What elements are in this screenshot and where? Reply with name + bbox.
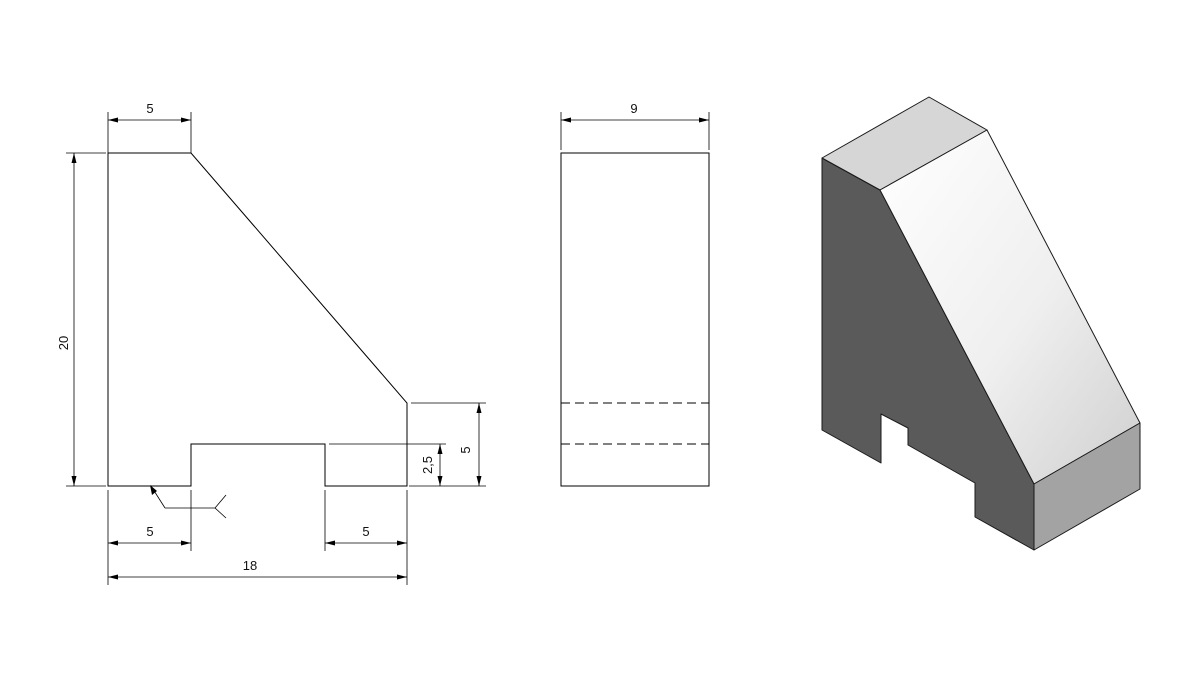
dim-bottom-right-width-label: 5 [362, 524, 369, 539]
front-view-outline [107, 152, 408, 487]
dim-depth: 9 [560, 101, 710, 150]
dim-depth-label: 9 [630, 101, 637, 116]
dim-bottom-left-width-label: 5 [146, 524, 153, 539]
dim-top-width-label: 5 [146, 101, 153, 116]
dim-height: 20 [56, 152, 106, 487]
dim-overall-width: 18 [107, 551, 407, 585]
dim-bottom-right-width: 5 [324, 490, 408, 585]
dim-top-width: 5 [107, 101, 192, 153]
dim-step-height-label: 5 [458, 446, 473, 453]
side-view-outline [560, 152, 710, 487]
dim-bottom-left-width: 5 [107, 490, 192, 551]
dim-height-label: 20 [56, 336, 71, 350]
isometric-view [821, 96, 1141, 551]
dim-step-height: 5 [411, 402, 486, 487]
dim-overall-width-label: 18 [243, 558, 257, 573]
surface-symbol [150, 485, 227, 519]
dim-slot-depth-label: 2,5 [420, 456, 435, 474]
iso-step-face [1033, 422, 1141, 551]
front-view: 5 20 2,5 5 [56, 101, 486, 585]
dim-slot-depth: 2,5 [329, 443, 446, 487]
side-view: 9 [560, 101, 710, 487]
